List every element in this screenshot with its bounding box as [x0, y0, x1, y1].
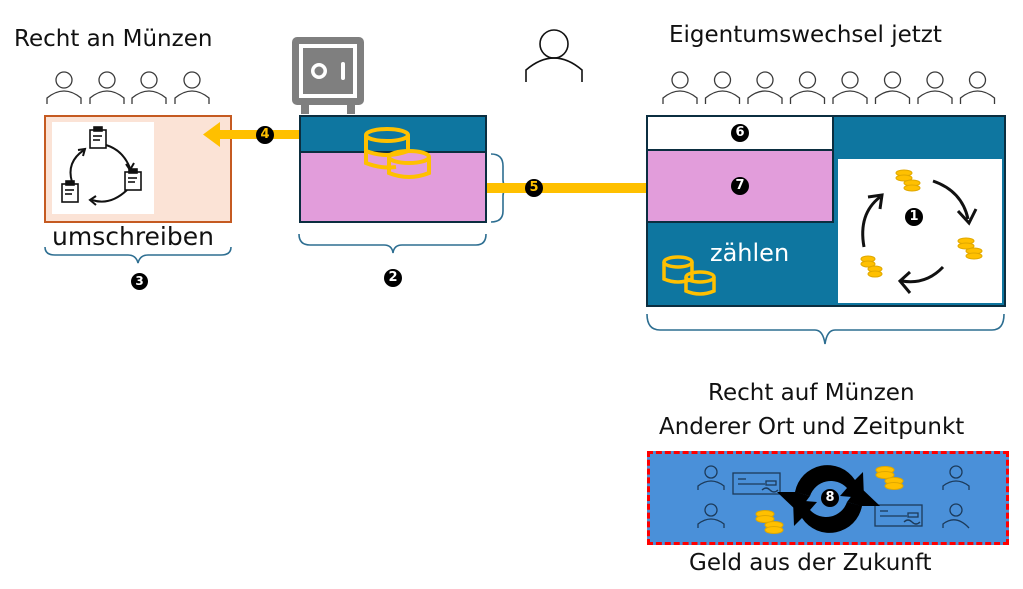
coins-icon	[364, 127, 431, 179]
vault-box	[299, 115, 487, 223]
bracket-right	[646, 313, 1005, 345]
person-icon	[662, 71, 698, 104]
cheque-icons	[732, 472, 923, 527]
bracket-left	[44, 246, 232, 264]
coins-icon	[662, 255, 716, 296]
person-icon	[874, 71, 911, 104]
person-icon	[46, 71, 82, 104]
center-person	[524, 28, 584, 84]
clipboard-icon	[61, 126, 142, 203]
cell-6: 6	[648, 117, 834, 151]
person-icon	[789, 71, 826, 104]
left-section-title: Recht an Münzen	[14, 26, 213, 52]
coin-stack-icons	[860, 169, 983, 278]
person-icon	[89, 71, 125, 104]
left-people-row	[44, 70, 232, 110]
person-icon	[917, 71, 953, 104]
exchange-illustration	[697, 465, 970, 534]
person-icon	[174, 71, 210, 104]
person-icons	[697, 465, 970, 529]
badge-3: 3	[131, 273, 148, 290]
person-icon	[131, 71, 167, 104]
clipboard-cycle-icon	[61, 126, 142, 206]
safe-icon	[291, 36, 365, 114]
badge-5: 5	[525, 179, 543, 197]
person-icon	[747, 71, 783, 104]
people-icons	[46, 71, 210, 104]
cycle-panel: 1	[838, 159, 1002, 303]
right-section-title: Eigentumswechsel jetzt	[669, 22, 942, 48]
person-icon	[704, 71, 741, 104]
person-icon	[959, 71, 996, 104]
count-label: zählen	[710, 239, 790, 267]
double-arrow-5	[463, 175, 666, 201]
badge-7: 7	[731, 177, 749, 195]
coin-stack-icons	[755, 466, 904, 534]
person-icon	[832, 71, 868, 104]
exchange-arrows-icon	[777, 465, 880, 533]
person-icon	[525, 29, 583, 82]
bracket-middle	[298, 233, 487, 254]
rewrite-box	[44, 115, 232, 223]
badge-8: 8	[820, 488, 840, 508]
cell-7: 7	[648, 151, 834, 223]
future-title-line1: Recht auf Münzen	[708, 380, 915, 406]
future-money-box: 8	[647, 451, 1009, 545]
badge-4: 4	[256, 126, 274, 144]
rewrite-caption: umschreiben	[52, 222, 214, 251]
badge-2: 2	[384, 269, 402, 287]
people-icons	[662, 71, 996, 104]
right-people-row	[660, 70, 1005, 110]
clipboard-cycle-panel	[52, 122, 154, 214]
badge-1: 1	[905, 208, 923, 226]
coin-cycle-icon	[860, 169, 983, 294]
future-caption: Geld aus der Zukunft	[689, 550, 932, 576]
badge-6: 6	[731, 124, 749, 142]
ownership-box: 6 7 zählen 1	[646, 115, 1006, 307]
future-title-line2: Anderer Ort und Zeitpunkt	[659, 414, 965, 440]
